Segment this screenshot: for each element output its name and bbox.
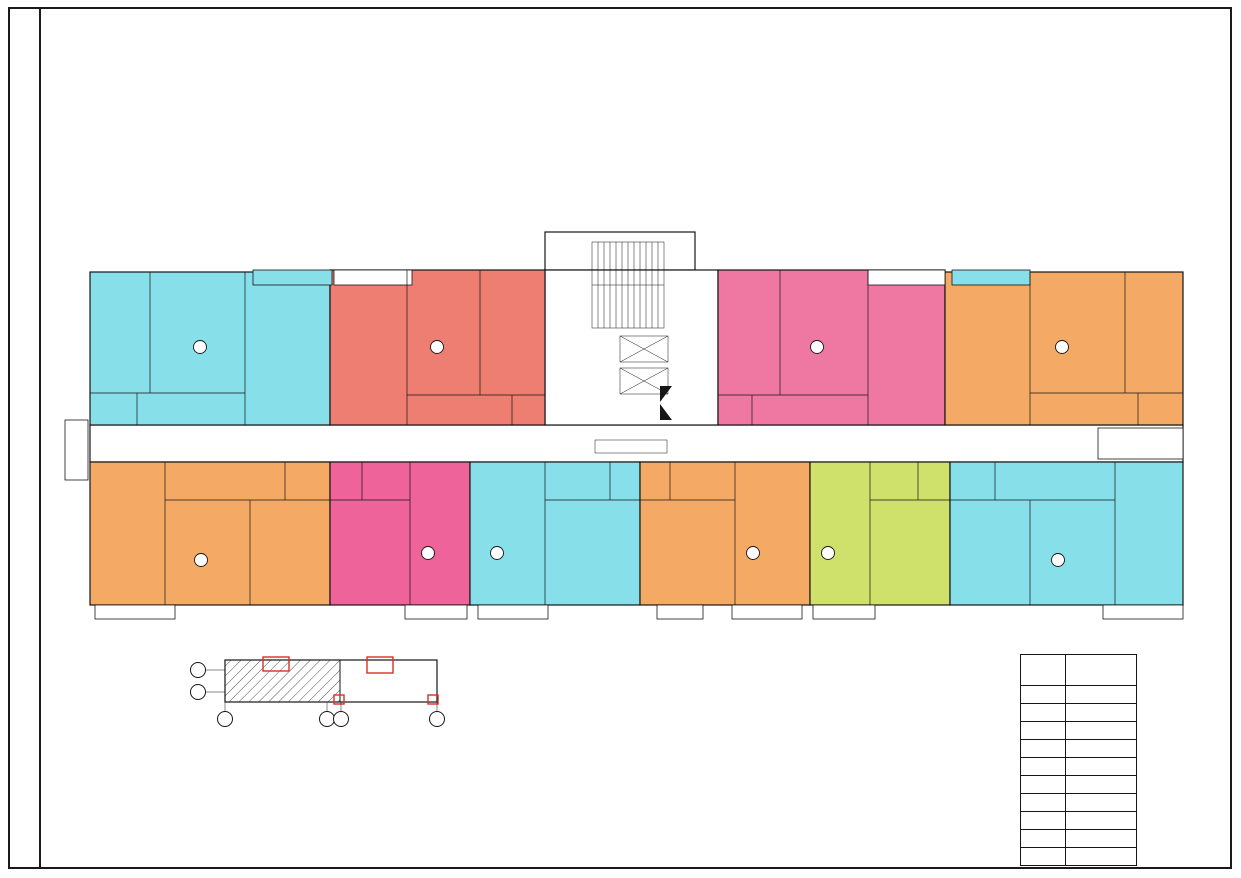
- apartment-317: [329, 461, 471, 606]
- side-balcony: [64, 419, 89, 481]
- corridor: [89, 424, 1184, 463]
- apt-num-cell: [1020, 703, 1066, 722]
- apt-num-cell: [1020, 775, 1066, 794]
- apt-area-cell: [1065, 721, 1137, 740]
- balcony: [477, 604, 549, 620]
- apartment-318: [89, 461, 331, 606]
- door-symbol: [660, 404, 672, 420]
- apt-num-cell: [1020, 685, 1066, 704]
- table-row: [1020, 703, 1137, 722]
- balcony: [867, 269, 946, 286]
- apartment-type-circles: [193, 340, 1069, 567]
- apt-num-cell: [1020, 829, 1066, 848]
- grid-axis-4-circle: [429, 711, 445, 727]
- balcony: [1102, 604, 1184, 620]
- partition-walls: [90, 270, 1183, 605]
- apt-area-cell: [1065, 739, 1137, 758]
- section-key-diagram: [190, 656, 445, 727]
- apt-num-cell: [1020, 811, 1066, 830]
- sheet-frame: [8, 7, 1232, 869]
- apartment-319: [89, 271, 331, 426]
- elevation-box: [594, 439, 668, 454]
- apt-num-cell: [1020, 847, 1066, 866]
- sheet-frame-left-margin: [39, 7, 41, 869]
- apt-area-cell: [1065, 757, 1137, 776]
- highlight-mark: [333, 694, 345, 705]
- door-symbol: [660, 386, 672, 402]
- stair-tower: [544, 231, 696, 271]
- grid-axis-3-circle: [333, 711, 349, 727]
- apt-area-cell: [1065, 847, 1137, 866]
- core: [544, 269, 719, 426]
- apartment-311: [717, 269, 946, 426]
- apt-area-cell: [1065, 793, 1137, 812]
- apt-area-cell: [1065, 811, 1137, 830]
- apt-num-cell: [1020, 793, 1066, 812]
- apartment-315: [639, 461, 811, 606]
- apt-area-cell: [1065, 829, 1137, 848]
- table-row: [1020, 811, 1137, 830]
- apt-num-cell: [1020, 721, 1066, 740]
- col-header-area: [1065, 654, 1137, 686]
- floor-plan: [64, 231, 1184, 620]
- grid-row-b-circle: [190, 662, 206, 678]
- table-row: [1020, 793, 1137, 812]
- balcony: [252, 269, 333, 286]
- highlight-mark: [366, 656, 394, 674]
- apt-num-cell: [1020, 739, 1066, 758]
- highlight-mark: [262, 656, 290, 672]
- apt-area-cell: [1065, 775, 1137, 794]
- balcony: [404, 604, 468, 620]
- table-row: [1020, 829, 1137, 848]
- section-block-hatched: [224, 659, 341, 703]
- table-row: [1020, 685, 1137, 704]
- apt-area-cell: [1065, 703, 1137, 722]
- apt-area-cell: [1065, 685, 1137, 704]
- table-header-row: [1020, 654, 1137, 686]
- table-row: [1020, 739, 1137, 758]
- table-row: [1020, 775, 1137, 794]
- elevator-shafts: [619, 335, 672, 420]
- staircase: [591, 241, 665, 329]
- balcony: [731, 604, 803, 620]
- grid-axis-2-circle: [319, 711, 335, 727]
- grid-row-a-circle: [190, 684, 206, 700]
- podsobka-room: [1097, 427, 1184, 460]
- balcony: [951, 269, 1031, 286]
- apartment-320: [329, 269, 546, 426]
- balcony: [333, 269, 413, 286]
- apartment-313: [949, 461, 1184, 606]
- col-header-number: [1020, 654, 1066, 686]
- apartment-area-table: [1020, 654, 1137, 866]
- table-row: [1020, 721, 1137, 740]
- apartment-316: [469, 461, 641, 606]
- apartment-314: [809, 461, 951, 606]
- balcony: [812, 604, 876, 620]
- apt-num-cell: [1020, 757, 1066, 776]
- highlight-mark: [427, 694, 439, 705]
- entrance-porch: [656, 604, 704, 620]
- balcony: [94, 604, 176, 620]
- table-row: [1020, 757, 1137, 776]
- grid-axis-1-circle: [217, 711, 233, 727]
- table-row: [1020, 847, 1137, 866]
